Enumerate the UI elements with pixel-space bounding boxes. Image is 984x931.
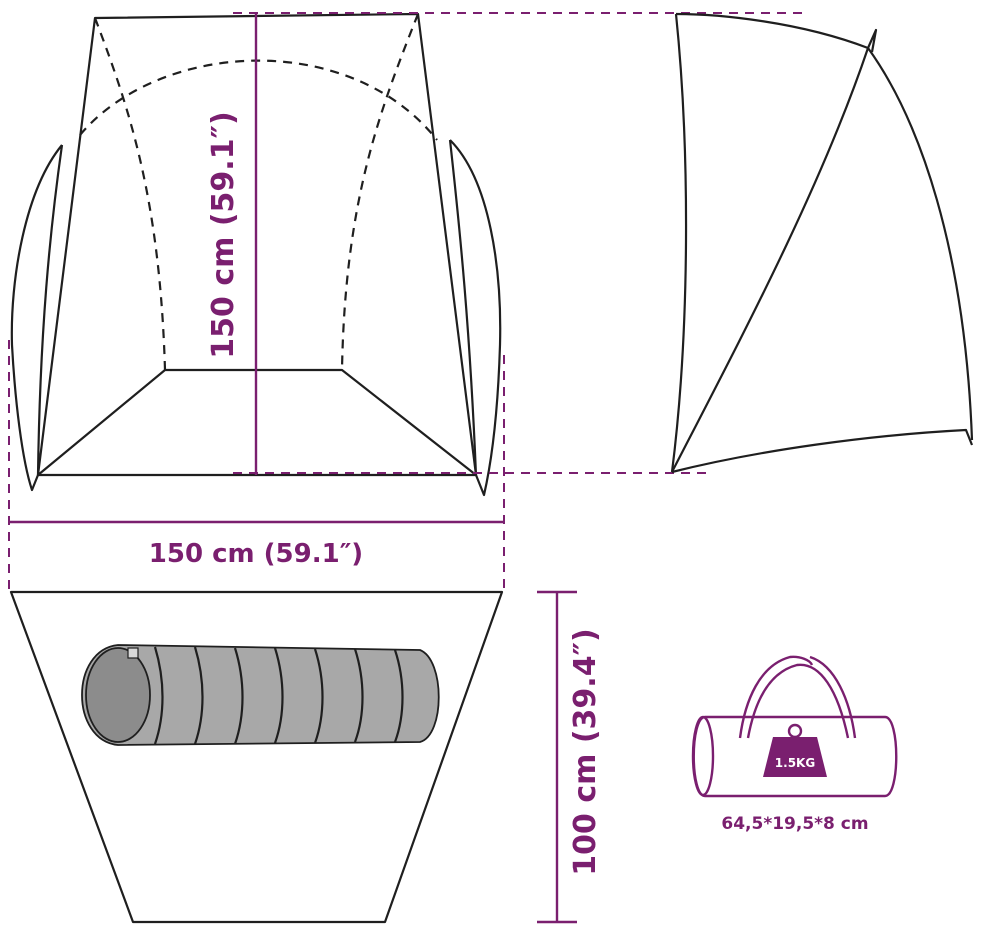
tent-left-pole-dashed [93, 17, 167, 371]
sleeping-bag-rib-5 [313, 648, 324, 744]
sleeping-bag-hood [85, 647, 151, 743]
sleeping-bag-rib-2 [193, 646, 204, 745]
bag-weight-label: 1.5KG [775, 756, 815, 770]
weight-icon [763, 737, 827, 777]
weight-ring-icon [787, 723, 803, 739]
tent-side-ground [671, 428, 974, 474]
width-dimension: 150 cm (59.1″) [8, 340, 505, 592]
tent-left-wing [10, 144, 63, 492]
tent-side-diagonal [671, 28, 878, 473]
sleeping-bag-rib-1 [153, 646, 164, 745]
tent-floor-outline [9, 590, 504, 924]
tent-left-wing-inner [36, 144, 64, 476]
bag-handle-arc-inner [746, 663, 850, 739]
bag-left-end [691, 715, 715, 797]
carry-bag: 1.5KG 64,5*19,5*8 cm [691, 655, 898, 834]
sleeping-bag [81, 644, 440, 746]
width-label: 150 cm (59.1″) [149, 539, 363, 569]
tent-side-outline [675, 12, 974, 441]
bag-handle-right [809, 655, 857, 739]
sleeping-bag-rib-3 [233, 647, 244, 745]
tent-roof-arc-dashed [79, 59, 438, 141]
tent-back-floor [37, 368, 477, 476]
tent-right-wing-inner [448, 139, 478, 476]
tent-floor-plan [9, 590, 504, 924]
height-label: 150 cm (59.1″) [206, 111, 241, 358]
sleeping-bag-body [81, 644, 440, 746]
tent-right-pole-dashed [340, 13, 420, 371]
sleeping-bag-zipper-tab [127, 647, 139, 659]
tent-right-wing [449, 139, 502, 497]
bag-size-label: 64,5*19,5*8 cm [721, 814, 868, 834]
sleeping-bag-rib-4 [273, 647, 284, 744]
sleeping-bag-rib-7 [393, 649, 404, 743]
depth-label: 100 cm (39.4″) [568, 628, 603, 875]
tent-front-view [10, 12, 502, 497]
depth-dimension: 100 cm (39.4″) [537, 590, 603, 924]
tent-side-view [670, 12, 974, 474]
bag-handle-left [738, 655, 814, 739]
sleeping-bag-rib-6 [353, 648, 364, 743]
height-dimension: 150 cm (59.1″) [206, 12, 805, 475]
tent-side-back-edge [670, 13, 688, 473]
